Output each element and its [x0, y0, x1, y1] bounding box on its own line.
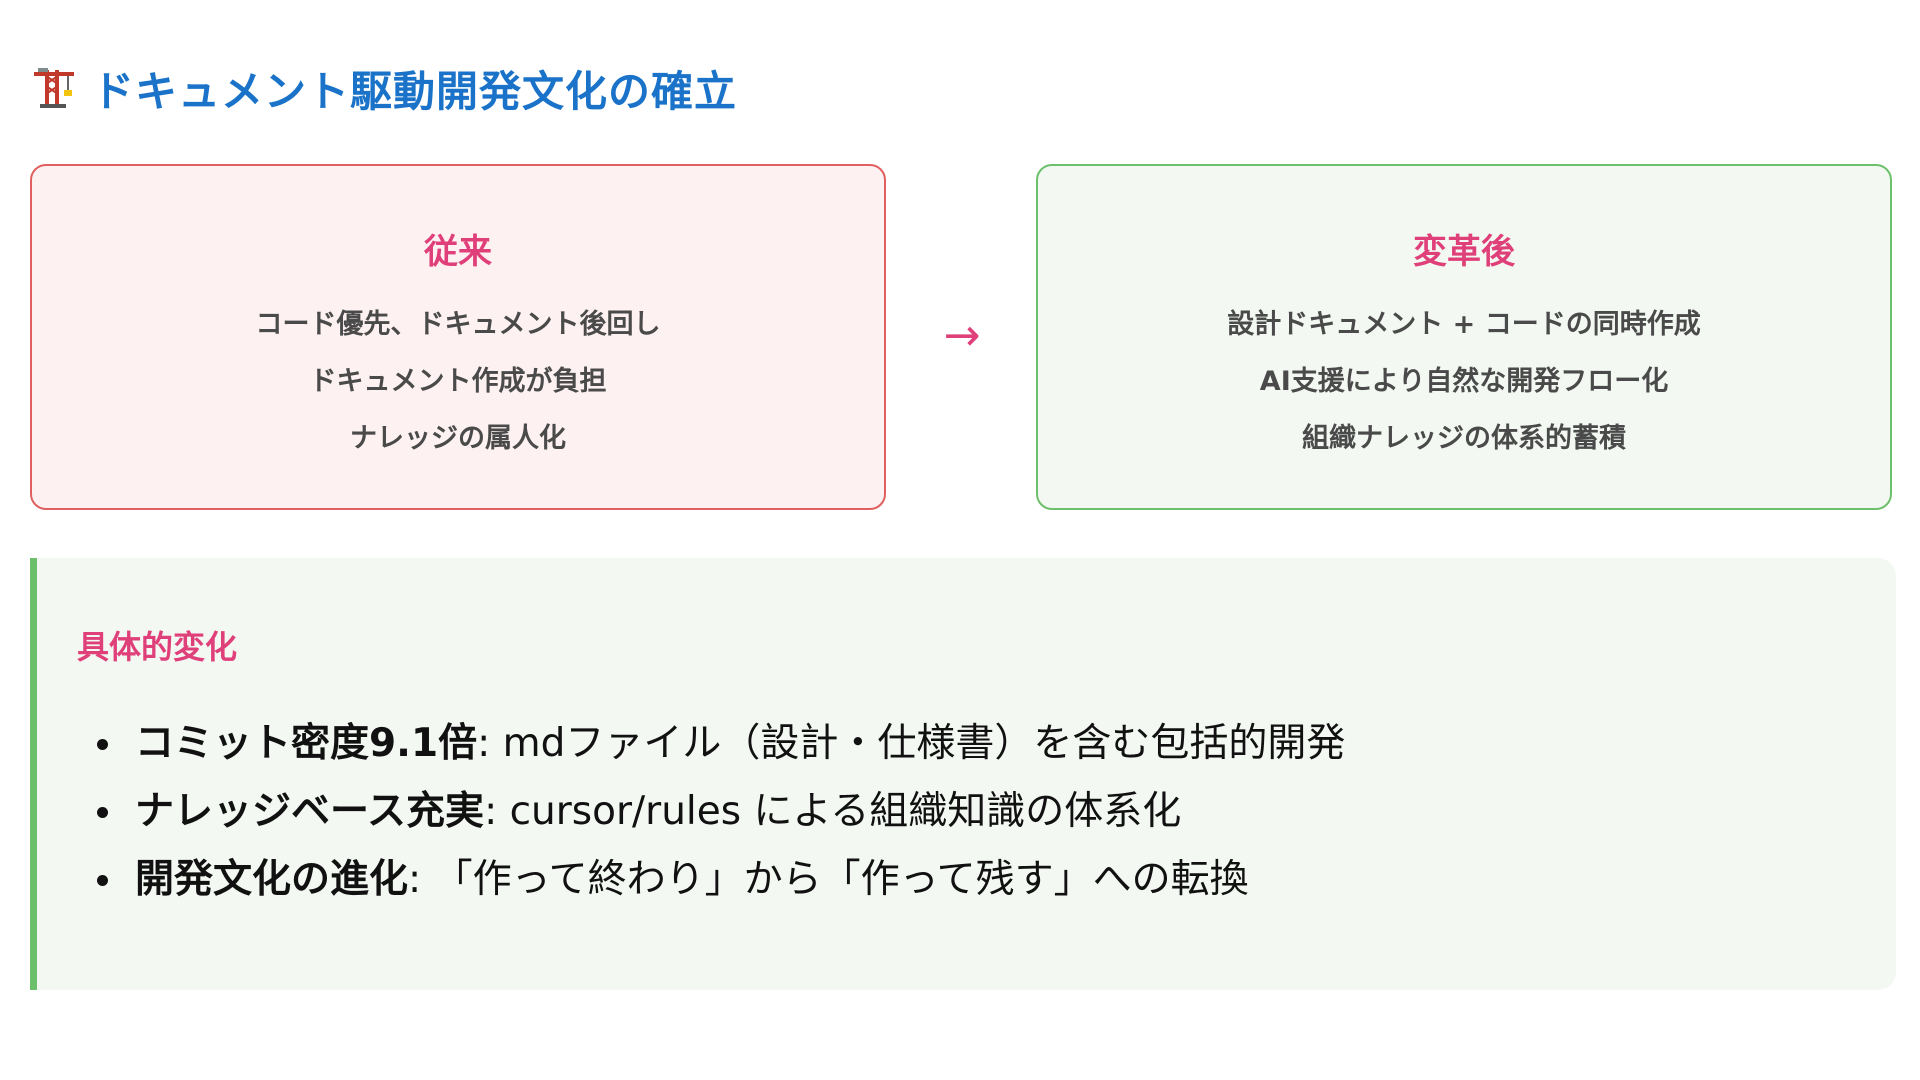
details-panel: 具体的変化 コミット密度9.1倍: mdファイル（設計・仕様書）を含む包括的開発…	[30, 558, 1896, 990]
before-item: ナレッジの属人化	[350, 423, 566, 454]
after-heading: 変革後	[1413, 232, 1515, 272]
before-item: ドキュメント作成が負担	[309, 366, 607, 397]
arrow-right-icon: →	[943, 310, 981, 361]
details-heading: 具体的変化	[77, 628, 238, 666]
detail-text: mdファイル（設計・仕様書）を含む包括的開発	[502, 721, 1346, 766]
detail-separator: :	[477, 721, 503, 766]
after-item: 設計ドキュメント + コードの同時作成	[1227, 309, 1701, 340]
crane-icon	[32, 66, 76, 110]
before-item: コード優先、ドキュメント後回し	[255, 309, 661, 340]
after-card: 変革後 設計ドキュメント + コードの同時作成 AI支援により自然な開発フロー化…	[1036, 164, 1892, 510]
detail-separator: :	[484, 789, 510, 834]
bullet-icon	[97, 875, 108, 886]
detail-key: コミット密度9.1倍	[135, 721, 478, 766]
after-item: 組織ナレッジの体系的蓄積	[1302, 423, 1626, 454]
title-row: ドキュメント駆動開発文化の確立	[32, 56, 737, 120]
detail-text: cursor/rules による組織知識の体系化	[509, 789, 1182, 834]
before-list: コード優先、ドキュメント後回し ドキュメント作成が負担 ナレッジの属人化	[32, 296, 884, 467]
after-item: AI支援により自然な開発フロー化	[1259, 366, 1669, 397]
detail-separator: :	[408, 857, 434, 902]
detail-text: 「作って終わり」から「作って残す」への転換	[433, 857, 1249, 902]
detail-key: 開発文化の進化	[135, 857, 409, 902]
page-title: ドキュメント駆動開発文化の確立	[92, 66, 738, 116]
details-list: コミット密度9.1倍: mdファイル（設計・仕様書）を含む包括的開発 ナレッジベ…	[97, 710, 1345, 914]
detail-key: ナレッジベース充実	[135, 789, 485, 834]
bullet-icon	[97, 739, 108, 750]
list-item: コミット密度9.1倍: mdファイル（設計・仕様書）を含む包括的開発	[97, 710, 1345, 778]
after-list: 設計ドキュメント + コードの同時作成 AI支援により自然な開発フロー化 組織ナ…	[1038, 296, 1890, 467]
list-item: ナレッジベース充実: cursor/rules による組織知識の体系化	[97, 778, 1345, 846]
bullet-icon	[97, 807, 108, 818]
list-item: 開発文化の進化: 「作って終わり」から「作って残す」への転換	[97, 846, 1345, 914]
before-card: 従来 コード優先、ドキュメント後回し ドキュメント作成が負担 ナレッジの属人化	[30, 164, 886, 510]
before-heading: 従来	[424, 232, 492, 272]
